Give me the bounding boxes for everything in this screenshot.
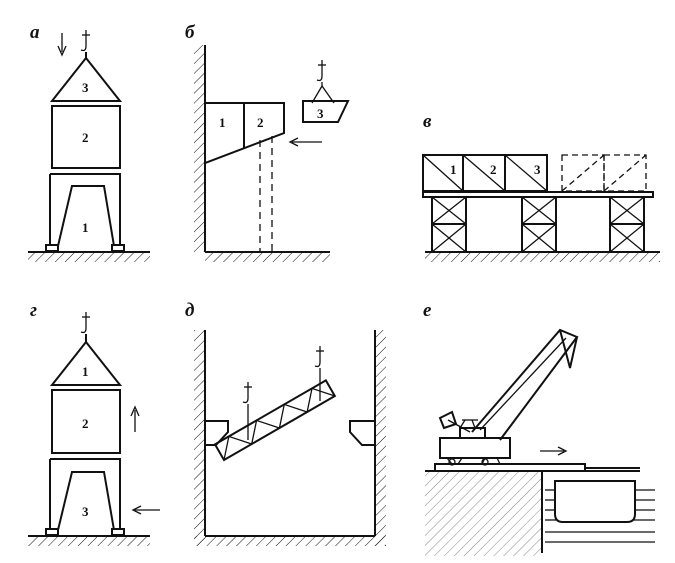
block-number-1: 1 — [450, 162, 457, 177]
rail-deck — [434, 463, 586, 472]
right-arrow-icon — [540, 446, 568, 456]
block-number-1: 1 — [219, 115, 226, 130]
base-frame-block-3 — [45, 458, 125, 536]
down-arrow-icon — [57, 33, 67, 57]
block-number-1: 1 — [82, 364, 89, 379]
ground-hatch — [28, 536, 150, 546]
pontoon — [554, 480, 636, 523]
panel-label-v: в — [423, 111, 432, 132]
crane — [438, 328, 579, 466]
support-towers — [431, 196, 645, 253]
corbel-right — [349, 420, 376, 446]
roof-truss-block-3 — [49, 56, 123, 102]
panel-label-g: г — [30, 300, 37, 321]
crane-hook-icon — [80, 311, 91, 334]
placed-blocks — [422, 154, 548, 192]
panel-label-e: е — [423, 300, 432, 321]
panel-label-d: д — [185, 300, 194, 321]
panel-label-a: а — [30, 22, 40, 43]
ground-hatch — [28, 252, 150, 262]
panel-a: а 3 2 1 — [28, 22, 150, 262]
inclined-truss — [213, 379, 337, 462]
block-number-2: 2 — [490, 162, 497, 177]
left-arrow-icon — [288, 137, 322, 147]
left-arrow-icon — [131, 505, 160, 515]
crane-hook-icon — [80, 29, 91, 52]
water — [545, 489, 655, 543]
ground-hatch — [425, 252, 660, 262]
hanging-block-3 — [302, 100, 350, 123]
panel-v: в 1 2 — [422, 111, 660, 262]
future-blocks-dashed — [561, 154, 647, 192]
block-number-3: 3 — [82, 504, 89, 519]
panel-label-b: б — [185, 22, 196, 43]
box-block-2 — [51, 105, 121, 169]
panel-d: д — [185, 300, 386, 546]
block-number-3: 3 — [82, 80, 89, 95]
panel-g: г 1 2 3 — [28, 300, 160, 546]
corbel-left — [204, 420, 229, 446]
panel-b: б 1 2 3 — [185, 22, 350, 262]
block-number-2: 2 — [82, 130, 89, 145]
crane-hook-icon — [316, 59, 327, 82]
crane-hook-icon — [242, 381, 253, 404]
block-number-3: 3 — [317, 106, 324, 121]
cantilever-blocks — [204, 102, 285, 165]
base-frame-block-1 — [45, 173, 125, 252]
block-number-1: 1 — [82, 220, 89, 235]
top-block-1 — [49, 340, 123, 386]
up-arrow-icon — [130, 405, 140, 432]
panel-e: е — [423, 300, 655, 556]
crane-hook-icon — [314, 345, 325, 368]
block-number-2: 2 — [82, 416, 89, 431]
box-block-2 — [51, 389, 121, 454]
ground-hatch — [205, 252, 330, 262]
block-number-2: 2 — [257, 115, 264, 130]
block-number-3: 3 — [534, 162, 541, 177]
